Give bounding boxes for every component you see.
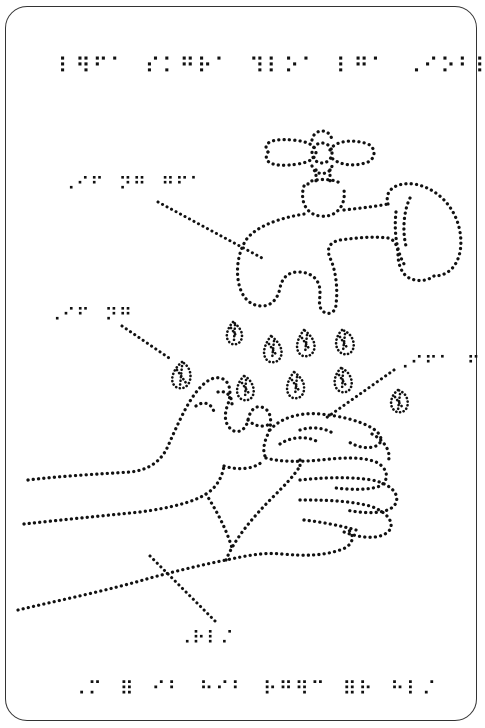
soap-lather bbox=[270, 414, 381, 448]
leader-tap bbox=[158, 202, 262, 258]
leader-hands bbox=[150, 556, 218, 624]
left-hand bbox=[24, 378, 271, 524]
faucet-handle bbox=[266, 131, 374, 216]
label-soap: ⠠⠊⠋⠁⠀⠋ bbox=[396, 355, 481, 373]
leader-drops bbox=[122, 326, 172, 360]
label-drops: ⠠⠊⠋⠀⠝⠛ bbox=[48, 307, 133, 325]
faucet-spout bbox=[238, 184, 461, 314]
label-hands: ⠠⠗⠇⠌ bbox=[178, 630, 235, 648]
braille-caption: ⠠⠍⠀⠿⠀⠊⠃⠀⠓⠊⠃⠀⠗⠛⠻⠉⠀⠿⠗⠀⠓⠇⠌ bbox=[72, 680, 438, 699]
right-hand bbox=[18, 434, 397, 610]
water-drops bbox=[172, 322, 408, 412]
label-tap: ⠠⠊⠋⠀⠝⠛⠀⠛⠋⠁ bbox=[62, 176, 204, 194]
